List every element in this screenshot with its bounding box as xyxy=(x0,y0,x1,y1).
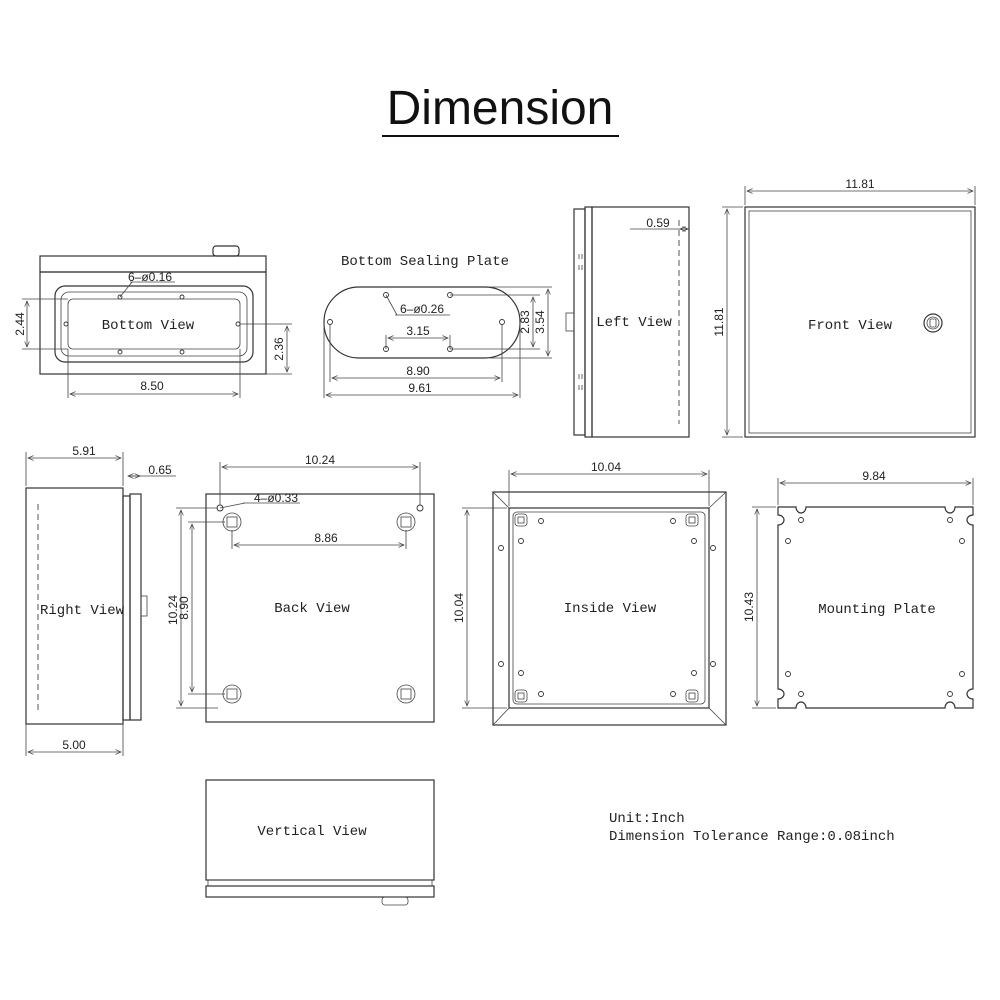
bottom-right-height-dim: 2.36 xyxy=(272,337,286,361)
left-view: 0.59 Left View xyxy=(565,206,690,438)
bottom-width-dim: 8.50 xyxy=(140,379,164,393)
back-height-dim: 10.24 xyxy=(166,595,180,625)
bottom-view: Bottom View 6–ø0.16 8.50 2.44 2.36 xyxy=(13,245,292,398)
back-spacing-width-dim: 8.86 xyxy=(314,531,338,545)
back-view-label: Back View xyxy=(274,601,350,617)
unit-note: Unit:Inch xyxy=(609,811,685,827)
sealing-inner-width-dim: 8.90 xyxy=(406,364,430,378)
mounting-plate-view: Mounting Plate 9.84 10.43 xyxy=(742,469,974,709)
sealing-inner-dim: 3.15 xyxy=(406,324,430,338)
sealing-width-dim: 9.61 xyxy=(408,381,432,395)
sealing-plate-view: Bottom Sealing Plate 6–ø0.26 3.15 8.90 9… xyxy=(323,254,552,398)
vertical-view: Vertical View xyxy=(205,779,435,906)
bottom-view-label: Bottom View xyxy=(102,318,195,334)
inside-view: Inside View 10.04 10.04 xyxy=(452,460,727,726)
front-view-label: Front View xyxy=(808,318,893,334)
right-view: Right View 5.91 0.65 5.00 xyxy=(25,444,176,756)
inside-view-label: Inside View xyxy=(564,601,657,617)
mounting-width-dim: 9.84 xyxy=(862,469,886,483)
right-top-width-dim: 5.91 xyxy=(72,444,96,458)
back-holes-dim: 4–ø0.33 xyxy=(254,491,298,505)
front-view: Front View 11.81 11.81 xyxy=(712,177,976,438)
inside-height-dim: 10.04 xyxy=(452,593,466,623)
right-flange-dim: 0.65 xyxy=(148,463,172,477)
back-view: Back View 4–ø0.33 10.24 8.86 10.24 8.90 xyxy=(166,453,435,723)
lock-knob xyxy=(212,245,240,257)
left-view-label: Left View xyxy=(596,315,672,331)
right-view-label: Right View xyxy=(40,603,125,619)
front-width-dim: 11.81 xyxy=(845,177,874,191)
bottom-left-height-dim: 2.44 xyxy=(13,312,27,336)
tolerance-note: Dimension Tolerance Range:0.08inch xyxy=(609,829,895,845)
front-height-dim: 11.81 xyxy=(712,307,726,336)
inside-width-dim: 10.04 xyxy=(591,460,621,474)
mounting-height-dim: 10.43 xyxy=(742,592,756,622)
vertical-view-label: Vertical View xyxy=(257,824,367,840)
sealing-inner-height-dim: 2.83 xyxy=(518,310,532,334)
sealing-height-dim: 3.54 xyxy=(533,310,547,334)
right-bottom-width-dim: 5.00 xyxy=(62,738,86,752)
back-spacing-height-dim: 8.90 xyxy=(177,596,191,620)
sealing-holes-dim: 6–ø0.26 xyxy=(400,302,444,316)
page-title: Dimension xyxy=(387,82,614,135)
sealing-plate-label: Bottom Sealing Plate xyxy=(341,254,509,270)
back-width-dim: 10.24 xyxy=(305,453,335,467)
lock-icon xyxy=(923,313,943,333)
bottom-holes-dim: 6–ø0.16 xyxy=(128,270,172,284)
left-depth-dim: 0.59 xyxy=(646,216,670,230)
mounting-plate-label: Mounting Plate xyxy=(818,602,936,618)
